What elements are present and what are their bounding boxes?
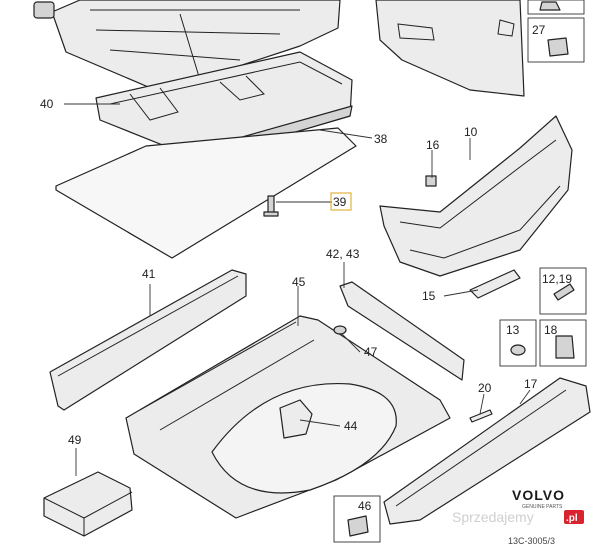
callout-20: 20 <box>478 381 492 395</box>
part-17-scuff-plate <box>383 377 591 525</box>
callout-12-19: 12,19 <box>542 272 572 286</box>
part-box-top <box>527 0 585 15</box>
drawing-reference: 13C-3005/3 <box>508 536 555 546</box>
callout-17: 17 <box>524 377 538 391</box>
callout-49: 49 <box>68 433 82 447</box>
part-41-sill-panel <box>49 269 247 411</box>
part-box-18 <box>539 319 587 367</box>
site-watermark-text: Sprzedajemy <box>452 509 534 525</box>
callout-16: 16 <box>426 138 440 152</box>
callout-10: 10 <box>464 125 478 139</box>
part-15-bracket <box>469 269 521 299</box>
part-box-46 <box>333 495 381 543</box>
callout-41: 41 <box>142 267 156 281</box>
callout-46: 46 <box>358 499 372 513</box>
part-44-bracket <box>279 399 313 439</box>
site-watermark-tld: .pl <box>566 513 578 524</box>
leader-lines <box>64 103 531 476</box>
side-trim-panel <box>375 0 525 97</box>
volvo-brand-text: VOLVO <box>512 487 565 503</box>
part-20-strip <box>469 409 493 423</box>
callout-27: 27 <box>532 23 546 37</box>
site-watermark: Sprzedajemy .pl <box>452 509 584 525</box>
part-39-pin <box>263 195 279 217</box>
clip-part <box>33 1 55 19</box>
callout-42-43: 42, 43 <box>326 247 360 261</box>
callout-13: 13 <box>506 323 520 337</box>
callout-40: 40 <box>40 97 54 111</box>
part-box-13 <box>499 319 537 367</box>
callout-39-highlight <box>330 192 352 211</box>
callout-39: 39 <box>333 195 347 209</box>
callout-47: 47 <box>364 345 378 359</box>
callout-45: 45 <box>292 275 306 289</box>
part-box-27 <box>527 17 585 63</box>
part-47-grommet <box>333 325 347 335</box>
site-badge <box>564 510 584 524</box>
part-42-43-rear-panel <box>339 281 465 381</box>
callout-15: 15 <box>422 289 436 303</box>
part-10-rear-trim <box>379 115 573 277</box>
part-49-kit <box>43 471 133 537</box>
part-box-12-19 <box>539 267 587 315</box>
callout-38: 38 <box>374 132 388 146</box>
part-38-cargo-mat <box>55 127 357 259</box>
volvo-watermark: VOLVO GENUINE PARTS <box>512 487 565 510</box>
top-floor-panel <box>33 0 341 93</box>
callout-18: 18 <box>544 323 558 337</box>
volvo-brand-sub: GENUINE PARTS <box>522 504 563 510</box>
callout-44: 44 <box>344 419 358 433</box>
